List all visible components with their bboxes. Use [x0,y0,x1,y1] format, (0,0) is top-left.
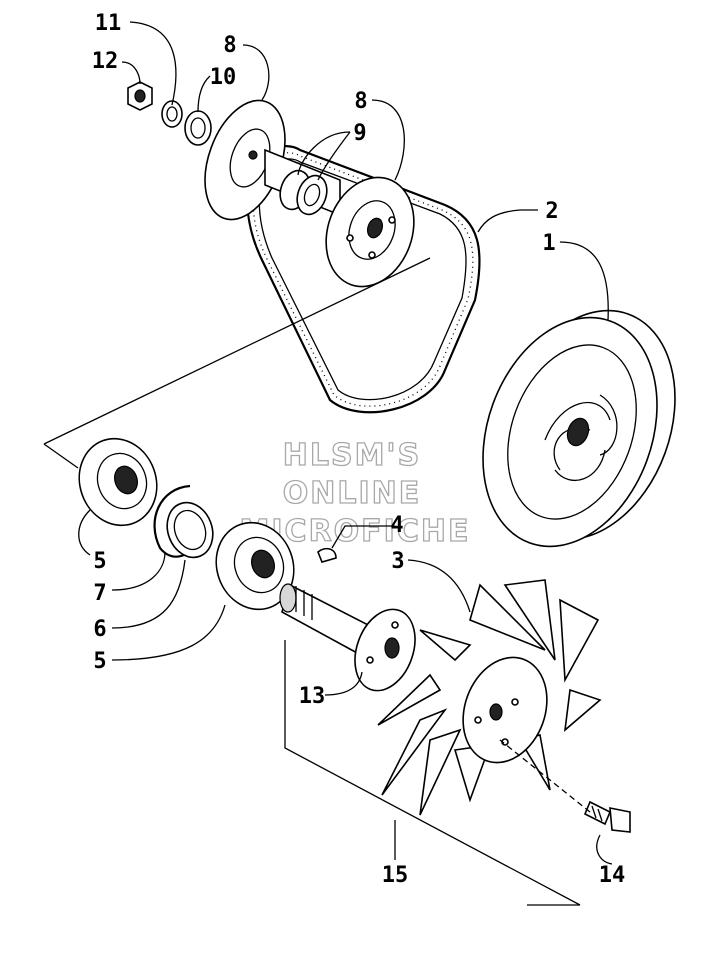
bolt [583,800,631,833]
watermark-line-1: HLSM'S [283,438,421,473]
callout-7: 7 [93,581,106,606]
leader-lines [43,21,613,906]
callout-5-upper: 5 [93,549,106,574]
callout-1: 1 [542,231,555,256]
bearing-lower [215,521,295,611]
callout-12: 12 [92,49,119,74]
callout-3: 3 [391,549,404,574]
retaining-ring [166,501,214,559]
callout-13: 13 [299,684,326,709]
pulley-half-rear [204,99,286,221]
watermark-line-2: ONLINE [283,476,422,511]
drive-pulley [482,309,676,548]
callout-8-right: 8 [354,89,367,114]
callout-2: 2 [545,199,558,224]
callout-10: 10 [210,65,237,90]
callout-14: 14 [599,863,626,888]
callout-9: 9 [353,121,366,146]
callout-11: 11 [95,11,122,36]
callout-8-top: 8 [223,33,236,58]
nut [127,81,153,111]
cooling-fan [377,579,602,816]
pulley-half-front [325,176,415,288]
woodruff-key [317,547,337,563]
flat-washer [184,110,212,146]
callout-labels: 11 12 8 10 8 9 2 1 5 7 6 5 4 3 13 15 14 [92,11,626,888]
fan-shaft [279,583,416,692]
callout-4: 4 [390,513,403,538]
lock-washer [161,100,183,128]
callout-6: 6 [93,617,106,642]
callout-5-lower: 5 [93,649,106,674]
callout-15: 15 [382,863,409,888]
hub-spacers [264,148,341,217]
drive-belt [246,145,481,414]
bearing-upper [78,437,158,527]
